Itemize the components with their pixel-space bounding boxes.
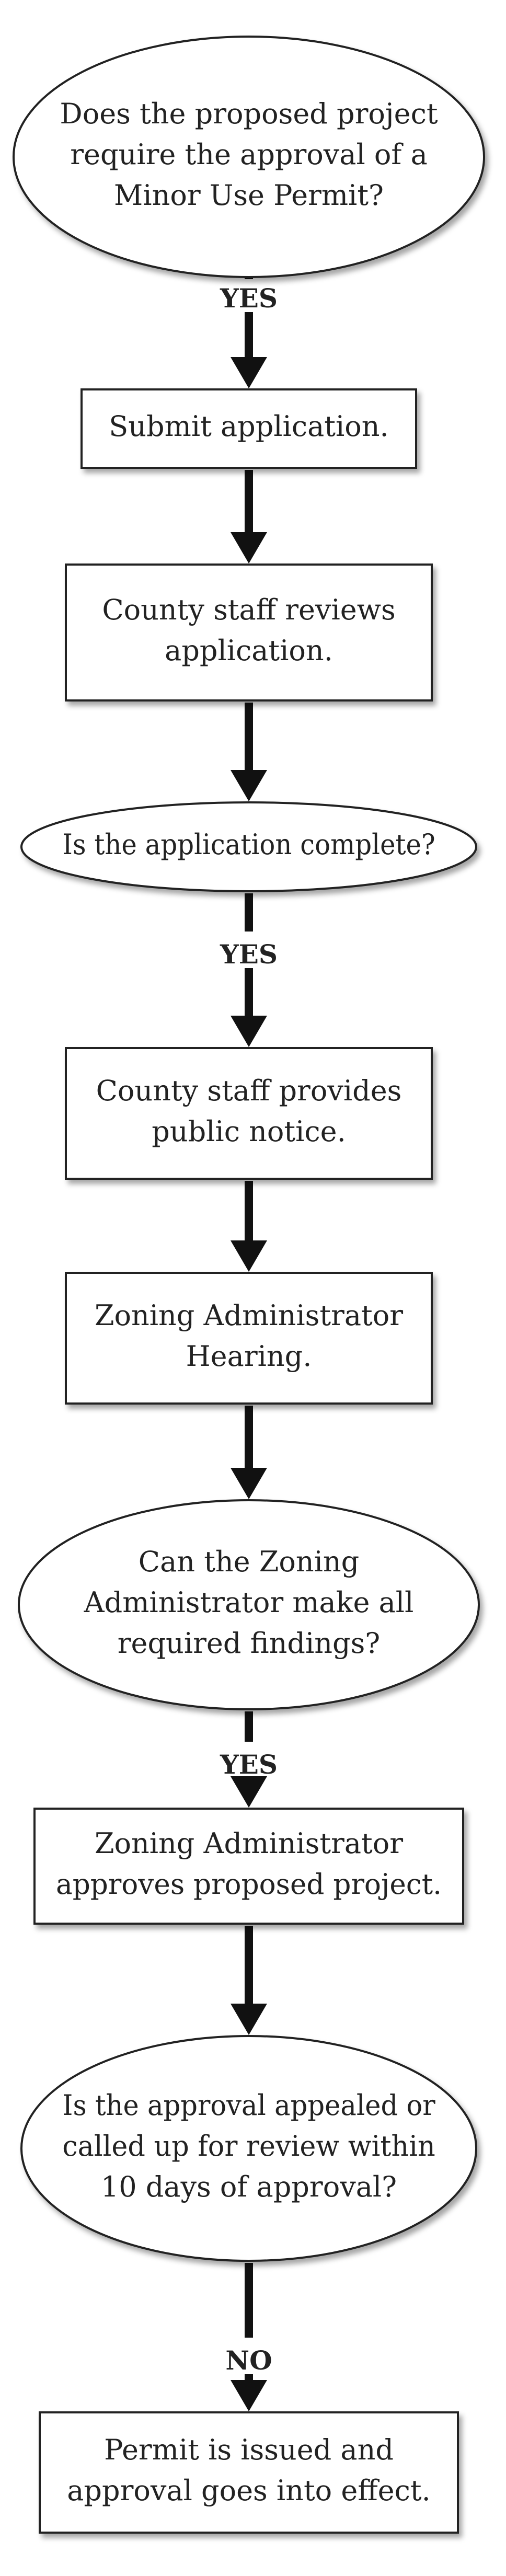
decision-ellipse [13,36,485,278]
edge-zoning-hearing-to-required-findings-question [231,1406,267,1499]
edge-minor-use-permit-question-to-submit-application: YES [220,275,278,388]
node-zoning-approves: Zoning Administrator approves proposed pr… [33,1808,464,1925]
node-text-line: approves proposed project. [56,1868,442,1901]
arrow-head [231,2004,267,2035]
edge-submit-application-to-staff-reviews-application [231,470,267,564]
edge-staff-public-notice-to-zoning-hearing [231,1181,267,1272]
node-minor-use-permit-question: Does the proposed project require the app… [13,36,485,278]
node-text-line: County staff provides [96,1074,402,1107]
node-staff-public-notice: County staff provides public notice. [65,1047,433,1180]
node-text-line: public notice. [152,1115,346,1148]
process-box [33,1808,464,1925]
node-staff-reviews-application: County staff reviews application. [65,564,433,702]
process-box [65,1272,433,1405]
process-box [39,2411,459,2534]
node-text-line: approval goes into effect. [67,2474,431,2507]
node-text-line: Zoning Administrator [95,1299,403,1332]
node-text-line: County staff reviews [102,593,395,626]
arrow-head [231,1776,267,1808]
decision-ellipse [20,801,477,892]
edge-required-findings-question-to-zoning-approves: YES [220,1711,278,1808]
edge-appeal-question-to-permit-issued: NO [225,2263,272,2411]
node-text-line: application. [165,634,333,667]
edge-staff-reviews-application-to-application-complete-question [231,703,267,801]
node-text-line: 10 days of approval? [101,2170,397,2203]
node-text-line: Minor Use Permit? [114,179,384,212]
arrow-head [231,1468,267,1499]
node-text-line: Can the Zoning [139,1545,359,1578]
arrow-head [231,532,267,564]
node-submit-application: Submit application. [80,388,417,469]
edge-label: NO [225,2345,272,2376]
process-box [80,388,417,469]
arrow-head [231,1016,267,1047]
node-text-line: Submit application. [109,410,388,443]
node-text-line: Is the approval appealed or [62,2089,435,2122]
node-text-line: required findings? [118,1627,381,1660]
arrow-head [231,1240,267,1272]
decision-ellipse [18,1499,480,1710]
edge-label: YES [220,1749,278,1780]
edge-label: YES [220,283,278,314]
node-appeal-question: Is the approval appealed or called up for… [20,2035,477,2262]
edge-label: YES [220,939,278,970]
decision-ellipse [20,2035,477,2262]
node-application-complete-question: Is the application complete? [20,801,477,892]
arrow-head [231,357,267,388]
nodes-layer: Does the proposed project require the app… [13,36,485,2534]
edge-application-complete-question-to-staff-public-notice: YES [220,893,278,1047]
node-text-line: called up for review within [62,2130,435,2163]
edge-zoning-approves-to-appeal-question [231,1926,267,2035]
arrow-head [231,2380,267,2411]
node-text-line: Permit is issued and [104,2433,394,2466]
process-box [65,564,433,702]
edges-layer: YES YES YES NO [220,275,278,2411]
node-text-line: Does the proposed project [60,97,438,130]
node-text-line: Hearing. [186,1340,312,1373]
node-text-line: require the approval of a [70,138,428,171]
node-text-line: Zoning Administrator [95,1827,403,1860]
node-text-line: Is the application complete? [62,828,435,861]
arrow-head [231,770,267,801]
node-permit-issued: Permit is issued and approval goes into e… [39,2411,459,2534]
node-text-line: Administrator make all [84,1586,414,1619]
process-box [65,1047,433,1180]
